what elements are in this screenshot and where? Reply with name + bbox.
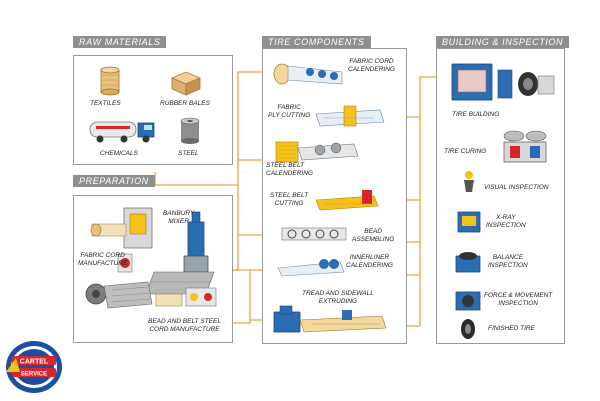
inner-1: INNERLINER — [349, 254, 390, 261]
tire-building-label: TIRE BUILDING — [452, 111, 500, 118]
logo-line2: SERVICE — [21, 372, 47, 378]
tread-extruder-icon — [273, 305, 387, 333]
inner-2: CALENDERING — [346, 261, 393, 269]
innerliner-calendering-label: INNERLINER CALENDERING — [346, 254, 393, 269]
banbury-line1: BANBURY — [163, 210, 195, 217]
fabric-cord-manufacture-label: FABRIC CORD MANUFACTURE — [78, 252, 127, 267]
force-movement-inspection-label: FORCE & MOVEMENT INSPECTION — [484, 292, 552, 307]
fabric-ply-cutting-icon — [315, 105, 385, 127]
bead-line1: BEAD AND BELT STEEL — [148, 318, 221, 325]
visual-inspection-label: VISUAL INSPECTION — [484, 184, 549, 191]
steel-cal-2: CALENDERING — [266, 169, 313, 177]
fabric-line1: FABRIC CORD — [80, 252, 125, 259]
banbury-mixer-label: BANBURY MIXER — [163, 210, 194, 225]
tread-1: TREAD AND SIDEWALL — [302, 290, 374, 297]
fabric-cal-1: FABRIC CORD — [349, 58, 394, 65]
bead-steel-cord-machine-icon — [85, 281, 217, 309]
bead-assembling-icon — [281, 227, 347, 241]
fabric-line2: MANUFACTURE — [78, 259, 128, 267]
tire-components-header: TIRE COMPONENTS — [262, 36, 371, 48]
tread-sidewall-extruding-label: TREAD AND SIDEWALL EXTRUDING — [302, 290, 374, 305]
steel-cal-1: STEEL BELT — [266, 162, 305, 169]
raw-materials-panel — [73, 55, 233, 165]
finished-tire-label: FINISHED TIRE — [488, 325, 535, 332]
textiles-icon — [100, 66, 120, 96]
chemicals-label: CHEMICALS — [100, 150, 138, 157]
innerliner-calendering-icon — [277, 259, 345, 277]
balance-machine-icon — [455, 252, 481, 273]
bead-comp-1: BEAD — [364, 228, 382, 235]
cartel-service-logo: CARTEL SERVICE — [6, 341, 62, 393]
rubber-bales-icon — [170, 71, 202, 96]
tire-components-panel — [262, 48, 407, 344]
force-movement-machine-icon — [455, 291, 481, 311]
ply-1: FABRIC — [277, 104, 301, 111]
balance-1: BALANCE — [492, 254, 524, 261]
balance-2: INSPECTION — [488, 261, 528, 269]
rubber-bales-label: RUBBER BALES — [160, 100, 210, 107]
tread-2: EXTRUDING — [318, 297, 358, 305]
raw-materials-header: RAW MATERIALS — [73, 36, 167, 48]
finished-tire-icon — [461, 319, 475, 339]
logo-line1: CARTEL — [20, 359, 49, 366]
bead-line2: CORD MANUFACTURE — [149, 325, 220, 333]
fabric-ply-cutting-label: FABRIC PLY CUTTING — [268, 104, 310, 119]
preparation-header: PREPARATION — [73, 175, 155, 187]
xray-1: X-RAY — [496, 214, 516, 221]
steel-belt-calendering-label: STEEL BELT CALENDERING — [266, 162, 313, 177]
steel-cut-1: STEEL BELT — [270, 192, 309, 199]
xray-2: INSPECTION — [486, 221, 526, 229]
banbury-mixer-icon — [90, 207, 215, 295]
force-1: FORCE & MOVEMENT — [484, 292, 553, 299]
steel-cut-2: CUTTING — [274, 199, 304, 207]
steel-belt-cutting-icon — [315, 190, 379, 211]
fabric-cord-calendering-label: FABRIC CORD CALENDERING — [348, 58, 395, 73]
tire-curing-press-icon — [503, 130, 547, 163]
building-inspection-header: BUILDING & INSPECTION — [436, 36, 570, 48]
force-2: INSPECTION — [498, 299, 538, 307]
ply-2: PLY CUTTING — [268, 111, 311, 119]
chemicals-truck-icon — [89, 121, 155, 143]
steel-coil-icon — [180, 117, 200, 144]
steel-belt-cutting-label: STEEL BELT CUTTING — [270, 192, 308, 207]
balance-inspection-label: BALANCE INSPECTION — [488, 254, 528, 269]
fabric-cord-calendering-icon — [273, 63, 343, 85]
tire-curing-label: TIRE CURING — [444, 148, 487, 155]
steel-belt-calendering-icon — [275, 141, 359, 163]
steel-label: STEEL — [178, 150, 199, 157]
bead-belt-steel-cord-label: BEAD AND BELT STEEL CORD MANUFACTURE — [148, 318, 221, 333]
xray-inspection-label: X-RAY INSPECTION — [486, 214, 526, 229]
xray-machine-icon — [457, 211, 481, 233]
banbury-line2: MIXER — [168, 217, 189, 225]
bead-comp-2: ASSEMBLING — [352, 235, 395, 243]
fabric-cal-2: CALENDERING — [348, 65, 395, 73]
tire-building-machine-icon — [451, 63, 555, 101]
textiles-label: TEXTILES — [90, 100, 121, 107]
visual-inspection-icon — [464, 171, 474, 192]
bead-assembling-label: BEAD ASSEMBLING — [352, 228, 394, 243]
